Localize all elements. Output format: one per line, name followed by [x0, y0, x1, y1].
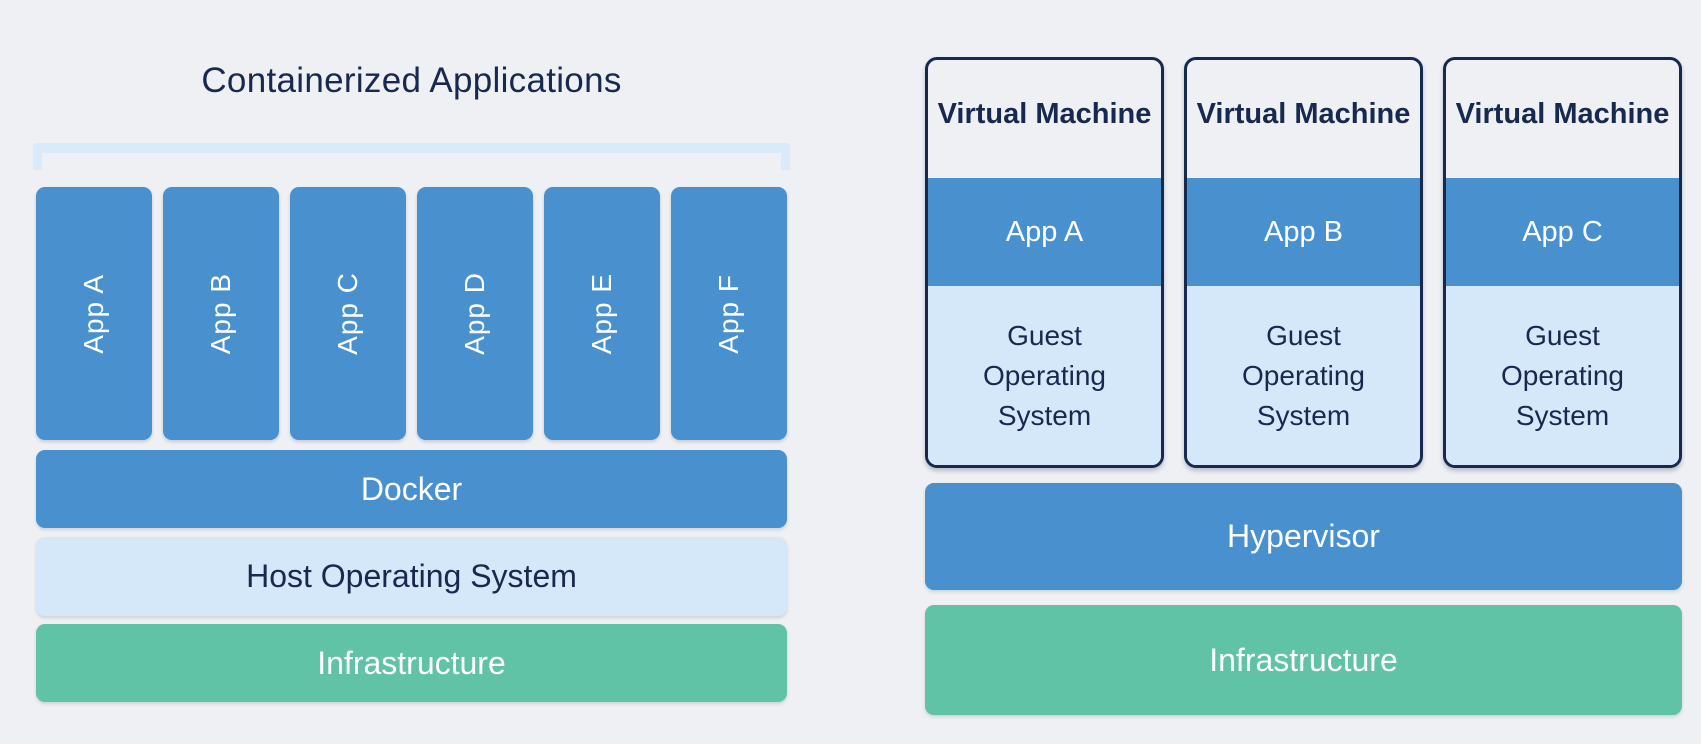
vm-card-1-guest-os-label: Guest Operating System	[983, 319, 1106, 431]
container-app-a-label: App A	[78, 273, 109, 354]
virtual-machines-diagram: Virtual Machine App A Guest Operating Sy…	[925, 0, 1682, 744]
vm-card-2-guest-os-label: Guest Operating System	[1242, 319, 1365, 431]
vm-card-3-app: App C	[1446, 178, 1679, 286]
vm-card-2-guest-os: Guest Operating System	[1187, 286, 1420, 465]
containerized-applications-diagram: Containerized Applications App A App B A…	[33, 0, 790, 744]
container-app-a: App A	[36, 187, 152, 440]
hypervisor-layer: Hypervisor	[925, 483, 1682, 590]
infrastructure-layer-right: Infrastructure	[925, 605, 1682, 715]
infrastructure-layer-left: Infrastructure	[36, 624, 787, 702]
vm-card-2: Virtual Machine App B Guest Operating Sy…	[1184, 57, 1423, 468]
container-app-e-label: App E	[586, 272, 617, 355]
vm-card-1-guest-os: Guest Operating System	[928, 286, 1161, 465]
vm-card-1: Virtual Machine App A Guest Operating Sy…	[925, 57, 1164, 468]
host-operating-system-layer: Host Operating System	[36, 537, 787, 616]
containerized-applications-title: Containerized Applications	[201, 61, 622, 100]
vm-card-2-title: Virtual Machine	[1196, 97, 1411, 130]
container-app-b: App B	[163, 187, 279, 440]
vm-card-3: Virtual Machine App C Guest Operating Sy…	[1443, 57, 1682, 468]
vm-card-2-app: App B	[1187, 178, 1420, 286]
container-app-f-label: App F	[713, 273, 744, 354]
vm-card-3-guest-os-label: Guest Operating System	[1501, 319, 1624, 431]
container-app-e: App E	[544, 187, 660, 440]
vm-card-1-app: App A	[928, 178, 1161, 286]
container-app-f: App F	[671, 187, 787, 440]
vm-card-1-title: Virtual Machine	[937, 97, 1152, 130]
container-app-d-label: App D	[459, 272, 490, 355]
container-apps-row: App A App B App C App D App E App F	[36, 187, 787, 440]
docker-layer: Docker	[36, 450, 787, 528]
container-group-bracket	[33, 143, 790, 170]
vm-card-3-guest-os: Guest Operating System	[1446, 286, 1679, 465]
container-app-d: App D	[417, 187, 533, 440]
container-app-b-label: App B	[205, 272, 236, 355]
container-app-c-label: App C	[332, 272, 363, 355]
vm-cards-row: Virtual Machine App A Guest Operating Sy…	[925, 57, 1682, 468]
vm-card-3-title: Virtual Machine	[1455, 97, 1670, 130]
container-app-c: App C	[290, 187, 406, 440]
